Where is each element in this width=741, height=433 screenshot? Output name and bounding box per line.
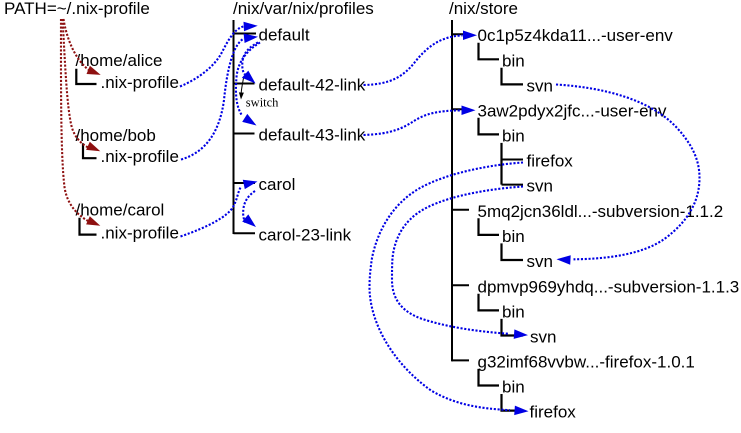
- svg-text:/home/bob: /home/bob: [76, 126, 156, 145]
- svg-text:0c1p5z4kda11...-user-env: 0c1p5z4kda11...-user-env: [478, 26, 674, 45]
- svg-text:5mq2jcn36ldl...-subversion-1.1: 5mq2jcn36ldl...-subversion-1.1.2: [478, 202, 724, 221]
- svg-text:firefox: firefox: [527, 152, 574, 171]
- svg-text:bin: bin: [502, 51, 525, 70]
- svg-text:bin: bin: [502, 302, 525, 321]
- svg-text:bin: bin: [502, 227, 525, 246]
- svg-text:.nix-profile: .nix-profile: [101, 224, 179, 243]
- svg-text:.nix-profile: .nix-profile: [101, 73, 179, 92]
- svg-text:/nix/store: /nix/store: [449, 0, 518, 18]
- svg-text:bin: bin: [502, 378, 525, 397]
- svg-text:bin: bin: [502, 126, 525, 145]
- svg-text:/home/alice: /home/alice: [76, 51, 163, 70]
- svg-text:PATH=~/.nix-profile: PATH=~/.nix-profile: [4, 0, 150, 18]
- svg-text:.nix-profile: .nix-profile: [101, 147, 179, 166]
- svg-text:default-42-link: default-42-link: [259, 76, 366, 95]
- svg-text:svn: svn: [527, 76, 553, 95]
- svg-text:default-43-link: default-43-link: [259, 126, 366, 145]
- svg-text:svn: svn: [530, 328, 556, 347]
- svg-text:/home/carol: /home/carol: [76, 200, 165, 219]
- svg-text:switch: switch: [246, 96, 279, 110]
- svg-text:carol-23-link: carol-23-link: [259, 225, 352, 244]
- svg-text:g32imf68vvbw...-firefox-1.0.1: g32imf68vvbw...-firefox-1.0.1: [478, 352, 695, 371]
- svg-text:default: default: [259, 26, 310, 45]
- svg-text:svn: svn: [527, 252, 553, 271]
- svg-text:svn: svn: [527, 177, 553, 196]
- svg-text:firefox: firefox: [530, 403, 577, 422]
- svg-text:3aw2pdyx2jfc...-user-env: 3aw2pdyx2jfc...-user-env: [478, 101, 667, 120]
- svg-text:carol: carol: [259, 175, 296, 194]
- svg-text:dpmvp969yhdq...-subversion-1.1: dpmvp969yhdq...-subversion-1.1.3: [478, 277, 740, 296]
- svg-text:/nix/var/nix/profiles: /nix/var/nix/profiles: [233, 0, 374, 18]
